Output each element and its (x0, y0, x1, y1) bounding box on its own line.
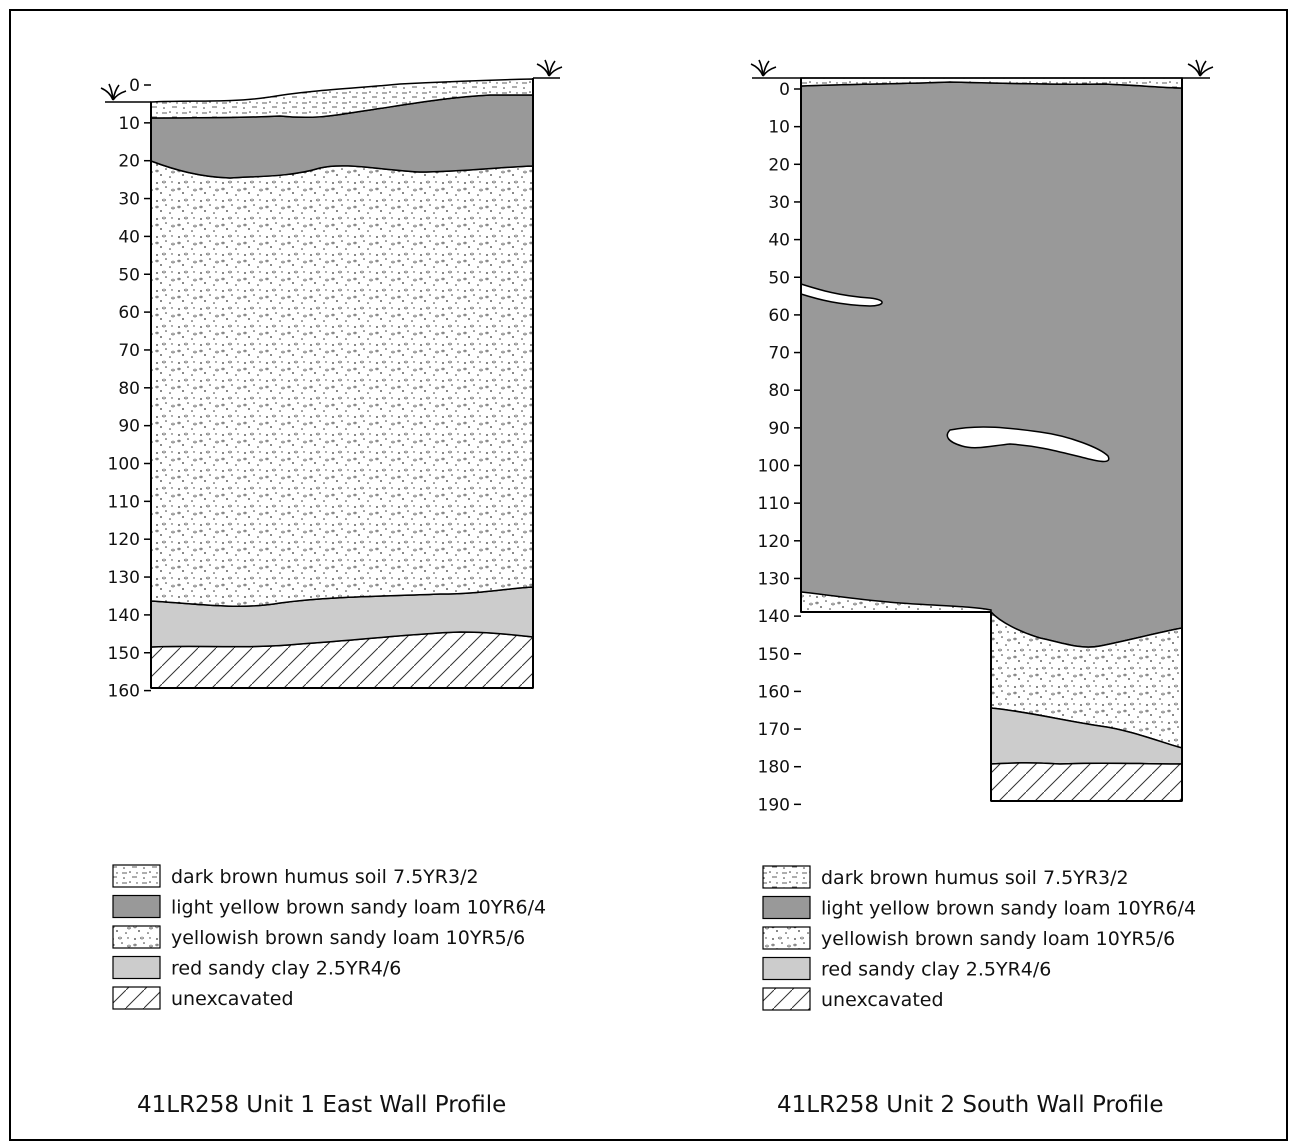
legend-swatch-dark-gray (112, 894, 161, 919)
depth-tick-label: 130 (758, 569, 790, 589)
inclusion-lens (800, 282, 883, 307)
depth-tick-label: 80 (768, 381, 790, 401)
depth-tick-label: 50 (768, 268, 790, 288)
depth-tick-label: 170 (758, 720, 790, 740)
profile-unit-2: 0 10 20 30 40 50 60 70 80 90 100 110 120 130 140 150 160… (750, 59, 1214, 815)
depth-tick-label: 140 (108, 606, 140, 626)
legend-label: dark brown humus soil 7.5YR3/2 (171, 866, 479, 888)
depth-tick-label: 180 (758, 758, 790, 778)
legend-swatch-light-gray (762, 956, 811, 981)
legend-label: dark brown humus soil 7.5YR3/2 (821, 867, 1129, 889)
depth-tick-label: 160 (108, 682, 140, 702)
legend-label: yellowish brown sandy loam 10YR5/6 (821, 928, 1175, 950)
legend-label: red sandy clay 2.5YR4/6 (821, 959, 1051, 981)
depth-tick-label: 80 (118, 379, 140, 399)
depth-tick-label: 70 (118, 341, 140, 361)
layer-dark-brown-humus (800, 77, 1183, 89)
depth-tick-label: 90 (768, 419, 790, 439)
grass-icon (1187, 59, 1214, 77)
depth-tick-label: 10 (768, 118, 790, 138)
legend-label: light yellow brown sandy loam 10YR6/4 (821, 898, 1196, 920)
depth-axis-unit-1: 0 10 20 30 40 50 60 70 80 90 100 110 120 130 140 150 160 (108, 76, 151, 702)
inclusion-lens (946, 426, 1110, 463)
layer-yellowish-brown-sandy-loam (800, 591, 992, 613)
depth-tick-label: 50 (118, 265, 140, 285)
depth-tick-label: 20 (768, 155, 790, 175)
depth-tick-label: 40 (768, 231, 790, 251)
depth-tick-label: 120 (108, 530, 140, 550)
legend-swatch-dots (762, 926, 811, 950)
legend-unit-2: dark brown humus soil 7.5YR3/2 light yell… (762, 865, 1196, 1011)
legend-label: unexcavated (171, 988, 294, 1010)
grass-icon (100, 83, 127, 101)
depth-tick-label: 160 (758, 682, 790, 702)
depth-tick-label: 150 (758, 645, 790, 665)
depth-tick-label: 40 (118, 227, 140, 247)
layer-unexcavated (990, 762, 1183, 802)
layer-dark-brown-humus (150, 78, 534, 119)
legend-label: red sandy clay 2.5YR4/6 (171, 958, 401, 980)
legend-label: yellowish brown sandy loam 10YR5/6 (171, 927, 525, 949)
depth-tick-label: 70 (768, 344, 790, 364)
legend-swatch-dark-gray (762, 895, 811, 920)
depth-tick-label: 100 (758, 457, 790, 477)
legend-swatch-light-gray (112, 955, 161, 980)
depth-tick-label: 0 (129, 76, 140, 96)
figure-frame (9, 9, 1288, 1141)
grass-icon (750, 59, 777, 77)
legend-swatch-humus (112, 864, 161, 888)
depth-tick-label: 60 (768, 306, 790, 326)
legend-swatch-dots (112, 925, 161, 949)
depth-tick-label: 0 (779, 80, 790, 100)
depth-tick-label: 120 (758, 532, 790, 552)
profile-unit-1: 0 10 20 30 40 50 60 70 80 90 100 110 120 130 140 150 160 (100, 59, 563, 702)
depth-tick-label: 130 (108, 568, 140, 588)
depth-tick-label: 30 (118, 190, 140, 210)
legend-swatch-humus (762, 865, 811, 889)
depth-axis-unit-2: 0 10 20 30 40 50 60 70 80 90 100 110 120 130 140 150 160… (758, 80, 801, 815)
layer-light-yellow-brown-sandy-loam (800, 81, 1183, 648)
depth-tick-label: 20 (118, 152, 140, 172)
profile-title-unit-2: 41LR258 Unit 2 South Wall Profile (777, 1092, 1163, 1118)
legend-unit-1: dark brown humus soil 7.5YR3/2 light yell… (112, 864, 546, 1010)
depth-tick-label: 150 (108, 644, 140, 664)
legend-swatch-hatch (762, 987, 811, 1011)
legend-label: light yellow brown sandy loam 10YR6/4 (171, 897, 546, 919)
depth-tick-label: 100 (108, 455, 140, 475)
depth-tick-label: 190 (758, 795, 790, 815)
depth-tick-label: 10 (118, 114, 140, 134)
legend-swatch-hatch (112, 986, 161, 1010)
profile-title-unit-1: 41LR258 Unit 1 East Wall Profile (137, 1092, 506, 1118)
depth-tick-label: 140 (758, 607, 790, 627)
legend-label: unexcavated (821, 989, 944, 1011)
grass-icon (536, 59, 563, 77)
depth-tick-label: 90 (118, 417, 140, 437)
depth-tick-label: 60 (118, 303, 140, 323)
depth-tick-label: 110 (758, 494, 790, 514)
depth-tick-label: 30 (768, 193, 790, 213)
depth-tick-label: 110 (108, 492, 140, 512)
layer-yellowish-brown-sandy-loam (150, 159, 534, 608)
